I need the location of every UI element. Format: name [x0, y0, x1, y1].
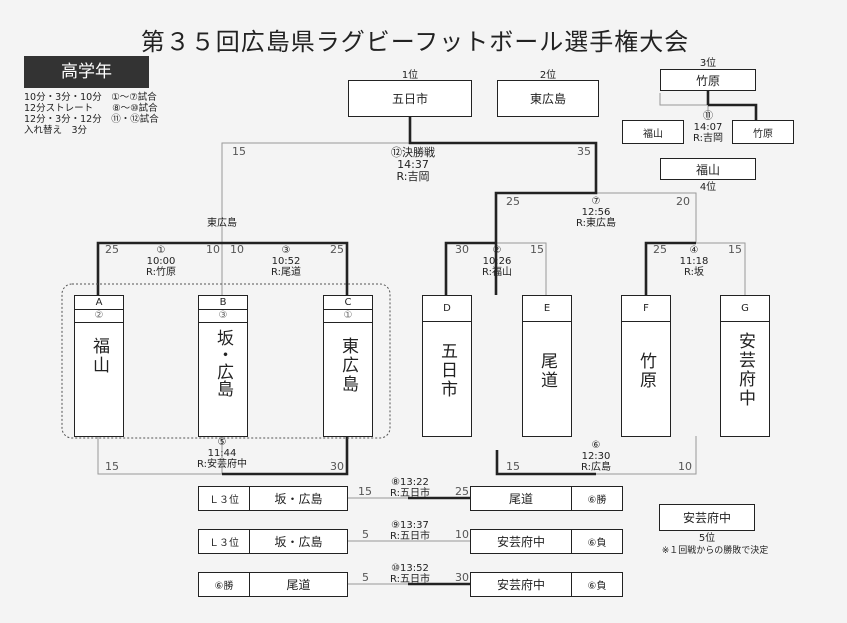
placement-right-tag: ⑥負 [571, 529, 623, 554]
footnote: ※１回戦からの勝敗で決定 [661, 546, 769, 556]
placement-left-score: 5 [362, 571, 369, 584]
rule-line: 10分・3分・10分 ①〜⑦試合 [24, 92, 157, 103]
m4-info: ④ 11:18 R:坂 [679, 245, 709, 278]
final-right-score: 35 [577, 145, 591, 158]
placement-right-tag: ⑥負 [571, 572, 623, 597]
placement-left-tag: Ｌ３位 [198, 529, 250, 554]
team-e-card: E 尾道 [522, 295, 572, 437]
team-d-card: D 五日市 [422, 295, 472, 437]
m4-right-score: 15 [728, 243, 742, 256]
m3-left-score: 10 [230, 243, 244, 256]
m2-left-score: 30 [455, 243, 469, 256]
team-b-card: B ③ 坂・広島 [198, 295, 248, 437]
placement-left-score: 15 [358, 485, 372, 498]
third-match-info: ⑪ 14:07 R:吉岡 [692, 111, 723, 144]
final-left-score: 15 [232, 145, 246, 158]
rules-list: 10分・3分・10分 ①〜⑦試合 12分ストレート ⑧〜⑩試合 12分・3分・1… [24, 92, 159, 136]
m3-right-score: 25 [330, 243, 344, 256]
m5-info: ⑤ 11:44 R:安芸府中 [196, 437, 247, 470]
fourth-place-label: 4位 [699, 182, 717, 193]
m5-right-score: 30 [330, 460, 344, 473]
m6-right-score: 10 [678, 460, 692, 473]
m2-info: ② 10:26 R:福山 [481, 245, 512, 278]
rule-line: 12分・3分・12分 ⑪・⑫試合 [24, 114, 159, 125]
m5-left-score: 15 [105, 460, 119, 473]
semi-left-score: 25 [506, 195, 520, 208]
m1-info: ① 10:00 R:竹原 [145, 245, 176, 278]
placement-left-team: 尾道 [249, 572, 348, 597]
m6-left-score: 15 [506, 460, 520, 473]
team-c-card: C ① 東広島 [323, 295, 373, 437]
final-left-label: 東広島 [207, 218, 237, 229]
first-place-label: 1位 [401, 70, 419, 81]
rule-line: 入れ替え 3分 [24, 125, 88, 136]
category-badge: 高学年 [24, 56, 149, 88]
placement-info: ⑩13:52 R:五日市 [389, 563, 430, 585]
placement-info: ⑨13:37 R:五日市 [389, 520, 430, 542]
team-f-card: F 竹原 [621, 295, 671, 437]
m2-right-score: 15 [530, 243, 544, 256]
placement-left-team: 坂・広島 [249, 529, 348, 554]
final-info: ⑫決勝戦 14:37 R:吉岡 [391, 146, 435, 183]
m1-right-score: 10 [206, 243, 220, 256]
placement-left-team: 坂・広島 [249, 486, 348, 511]
placement-left-tag: ⑥勝 [198, 572, 250, 597]
second-place-label: 2位 [539, 70, 557, 81]
third-place-label: 3位 [699, 58, 717, 69]
m1-left-score: 25 [105, 243, 119, 256]
m3-info: ③ 10:52 R:尾道 [270, 245, 301, 278]
team-a-card: A ② 福山 [74, 295, 124, 437]
placement-right-team: 安芸府中 [470, 572, 572, 597]
team-g-card: G 安芸府中 [720, 295, 770, 437]
fifth-place-label: 5位 [698, 533, 716, 544]
placement-left-score: 5 [362, 528, 369, 541]
placement-right-team: 安芸府中 [470, 529, 572, 554]
placement-right-team: 尾道 [470, 486, 572, 511]
placement-right-score: 10 [455, 528, 469, 541]
third-place-box: 竹原 [660, 69, 756, 91]
placement-right-score: 30 [455, 571, 469, 584]
semi-info: ⑦ 12:56 R:東広島 [575, 196, 616, 229]
placement-left-tag: Ｌ３位 [198, 486, 250, 511]
placement-right-tag: ⑥勝 [571, 486, 623, 511]
m6-info: ⑥ 12:30 R:広島 [580, 440, 611, 473]
placement-info: ⑧13:22 R:五日市 [389, 477, 430, 499]
semi-right-score: 20 [676, 195, 690, 208]
first-place-box: 五日市 [348, 80, 472, 117]
fifth-place-box: 安芸府中 [659, 504, 755, 531]
placement-right-score: 25 [455, 485, 469, 498]
third-match-right-team: 竹原 [732, 120, 794, 144]
m4-left-score: 25 [653, 243, 667, 256]
fourth-place-box: 福山 [660, 158, 756, 180]
second-place-box: 東広島 [497, 80, 599, 117]
third-match-left-team: 福山 [622, 120, 684, 144]
rule-line: 12分ストレート ⑧〜⑩試合 [24, 103, 158, 114]
page-title: 第３５回広島県ラグビーフットボール選手権大会 [140, 28, 690, 56]
